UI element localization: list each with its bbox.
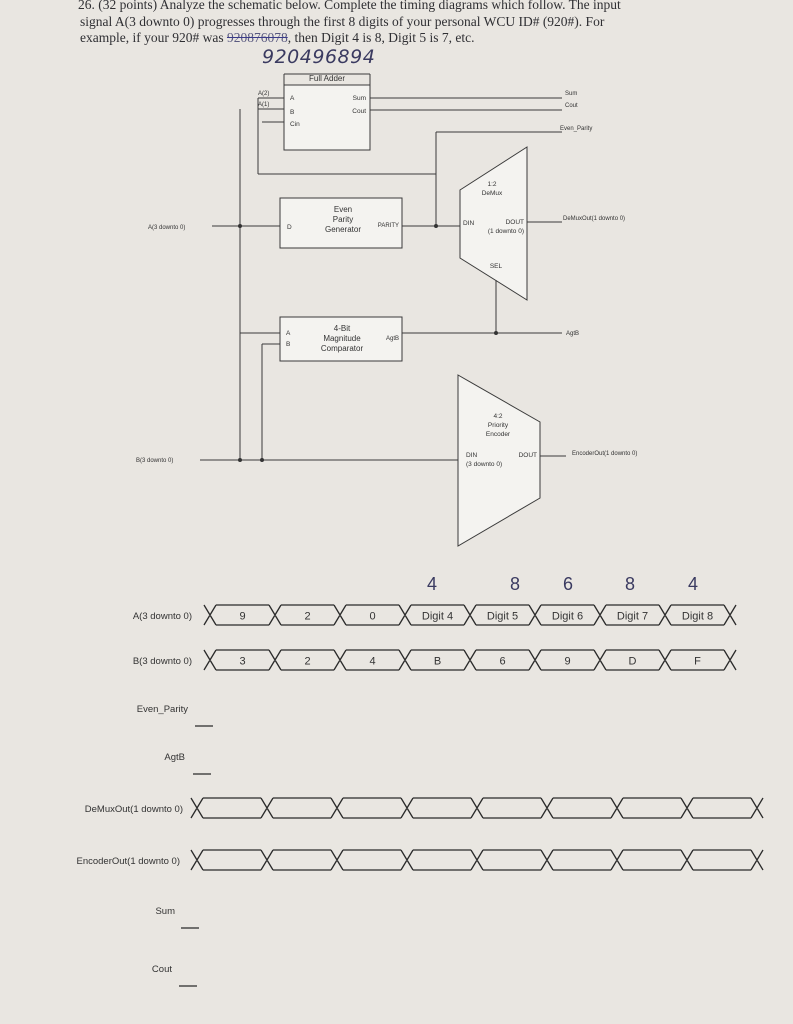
b-signal-value: F: [694, 656, 701, 668]
comparator-b-pin: B: [286, 341, 290, 348]
sum-signal-label: Sum: [155, 906, 175, 917]
a-signal-value: Digit 4: [422, 611, 453, 623]
demux-signal-label: DeMuxOut(1 downto 0): [85, 804, 183, 815]
cout-output-label: Cout: [565, 103, 578, 109]
demux-din-pin: DIN: [463, 220, 475, 227]
encoder-dout-pin: DOUT: [519, 452, 537, 459]
question-line-3-start: example, if your 920# was: [80, 30, 227, 45]
a-signal-bus-outline: [203, 604, 737, 626]
encoder-signal-bus-outline: [190, 849, 764, 871]
struck-example-id: 920876078: [226, 30, 288, 45]
a-signal-value: Digit 6: [552, 611, 583, 623]
b-signal-value: 2: [304, 656, 310, 668]
fa-b-pin: B: [290, 109, 294, 116]
comparator-line3: Comparator: [321, 344, 364, 353]
handwritten-digit: 8: [510, 574, 520, 594]
full-adder-title: Full Adder: [309, 74, 345, 83]
a-signal-value: Digit 8: [682, 611, 713, 623]
question-line-3: example, if your 920# was 920876078, the…: [80, 30, 474, 46]
b-signal-value: 9: [564, 656, 570, 668]
sum-output-label: Sum: [565, 91, 577, 97]
even-parity-output-label: Even_Parity: [560, 126, 592, 132]
b-signal-value: 3: [239, 656, 245, 668]
a-signal-value: 2: [304, 611, 310, 623]
question-line-1: 26. (32 points) Analyze the schematic be…: [78, 0, 621, 12]
cout-signal-label: Cout: [152, 964, 172, 975]
encoder-line3: Encoder: [486, 431, 511, 438]
fa-sum-pin: Sum: [353, 95, 366, 102]
parity-generator-block: [279, 197, 403, 249]
parity-gen-out-pin: PARITY: [378, 223, 399, 229]
handwritten-digit: 4: [427, 574, 437, 594]
encoder-block: [457, 374, 541, 547]
question-line-3-end: , then Digit 4 is 8, Digit 5 is 7, etc.: [287, 30, 475, 45]
handwritten-digit: 6: [563, 574, 573, 594]
net-a2-label: A(2): [258, 91, 269, 97]
b-signal-value: B: [434, 656, 441, 668]
comparator-a-pin: A: [286, 330, 291, 337]
handwritten-id: 920496894: [262, 46, 376, 68]
agtb-signal-label: AgtB: [164, 752, 185, 763]
parity-gen-line2: Parity: [333, 215, 353, 224]
b-signal-value: D: [629, 656, 637, 668]
comparator-block: [279, 316, 403, 362]
encoder-output-label: EncoderOut(1 downto 0): [572, 451, 637, 457]
demux-line1: 1:2: [487, 181, 496, 188]
encoder-line1: 4:2: [493, 413, 502, 420]
demux-signal-bus-outline: [190, 797, 764, 819]
b-signal-value: 4: [369, 656, 375, 668]
a-signal-label: A(3 downto 0): [133, 611, 192, 622]
a-signal-value: 9: [239, 611, 245, 623]
b-signal-label: B(3 downto 0): [133, 656, 192, 667]
full-adder-block: [283, 84, 371, 151]
encoder-signal-label: EncoderOut(1 downto 0): [76, 856, 180, 867]
question-line-2: signal A(3 downto 0) progresses through …: [80, 14, 605, 29]
a-input-label: A(3 downto 0): [148, 225, 185, 231]
comparator-line1: 4-Bit: [334, 324, 351, 333]
encoder-din-pin: DIN: [466, 452, 478, 459]
encoder-din-range: (3 downto 0): [466, 461, 502, 468]
parity-gen-d-pin: D: [287, 224, 292, 231]
demux-sel-pin: SEL: [490, 263, 503, 270]
handwritten-digit: 4: [688, 574, 698, 594]
fa-cin-pin: Cin: [290, 121, 300, 128]
demux-block: [459, 146, 528, 301]
parity-gen-line3: Generator: [325, 225, 361, 234]
a-signal-value: Digit 5: [487, 611, 518, 623]
fa-a-pin: A: [290, 95, 295, 102]
fa-cout-pin: Cout: [352, 108, 366, 115]
agtb-output-label: AgtB: [566, 331, 579, 337]
comparator-line2: Magnitude: [323, 334, 361, 343]
parity-gen-line1: Even: [334, 205, 352, 214]
demux-output-label: DeMuxOut(1 downto 0): [563, 216, 625, 222]
even-parity-signal-label: Even_Parity: [137, 704, 188, 715]
comparator-out-pin: AgtB: [386, 336, 399, 342]
a-signal-value: 0: [369, 611, 375, 623]
encoder-line2: Priority: [488, 422, 509, 429]
demux-dout-range: (1 downto 0): [488, 228, 524, 235]
b-input-label: B(3 downto 0): [136, 458, 173, 464]
demux-line2: DeMux: [482, 190, 503, 197]
demux-dout-pin: DOUT: [506, 219, 524, 226]
net-a1-label: A(1): [258, 102, 269, 108]
a-signal-value: Digit 7: [617, 611, 648, 623]
b-signal-bus-outline: [203, 649, 737, 671]
b-signal-value: 6: [499, 656, 505, 668]
handwritten-digit: 8: [625, 574, 635, 594]
